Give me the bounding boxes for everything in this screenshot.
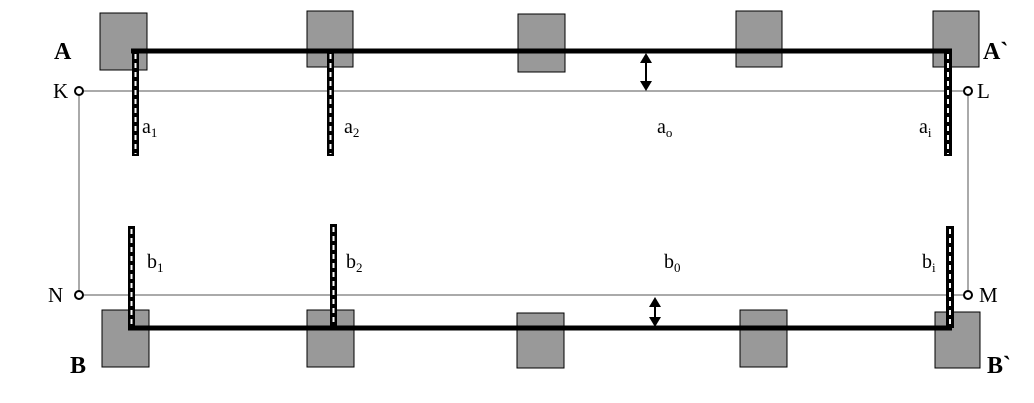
top-members — [132, 51, 952, 156]
top-double-arrow — [640, 53, 652, 91]
top-block-5 — [932, 10, 980, 68]
marker-b0: b0 — [664, 251, 681, 275]
label-B-prime: B` — [987, 353, 1011, 379]
terminals — [74, 86, 973, 300]
bottom-block-5 — [934, 311, 981, 369]
marker-a2: a2 — [344, 116, 359, 140]
terminal-k — [74, 86, 84, 96]
terminal-l — [963, 86, 973, 96]
bottom-block-4 — [739, 309, 788, 368]
label-K: K — [53, 79, 68, 103]
member-b1 — [128, 226, 135, 328]
label-B: B — [70, 353, 86, 379]
label-L: L — [977, 79, 990, 103]
marker-b1: b1 — [147, 251, 164, 275]
marker-ao: ao — [657, 116, 672, 140]
bottom-double-arrow — [649, 297, 661, 327]
label-M: M — [979, 283, 998, 307]
marker-bi: bi — [922, 251, 936, 275]
bottom-blocks — [101, 309, 981, 369]
marker-b2: b2 — [346, 251, 363, 275]
label-N: N — [48, 283, 63, 307]
member-a1 — [132, 51, 139, 156]
top-blocks — [99, 10, 980, 73]
top-block-3 — [517, 13, 566, 73]
bottom-members — [128, 224, 954, 328]
member-b2 — [330, 224, 337, 328]
reference-lines — [78, 90, 969, 296]
top-block-1 — [99, 12, 148, 71]
terminal-n — [74, 290, 84, 300]
member-a2 — [327, 51, 334, 156]
top-block-4 — [735, 10, 783, 68]
marker-a1: a1 — [142, 116, 157, 140]
bottom-block-3 — [516, 312, 565, 369]
member-bi — [946, 226, 954, 328]
label-A-prime: A` — [983, 39, 1008, 65]
member-ai — [944, 51, 952, 156]
label-A: A — [54, 39, 72, 65]
marker-ai: ai — [919, 116, 932, 140]
bottom-block-1 — [101, 309, 150, 368]
beams — [128, 48, 952, 331]
terminal-m — [963, 290, 973, 300]
